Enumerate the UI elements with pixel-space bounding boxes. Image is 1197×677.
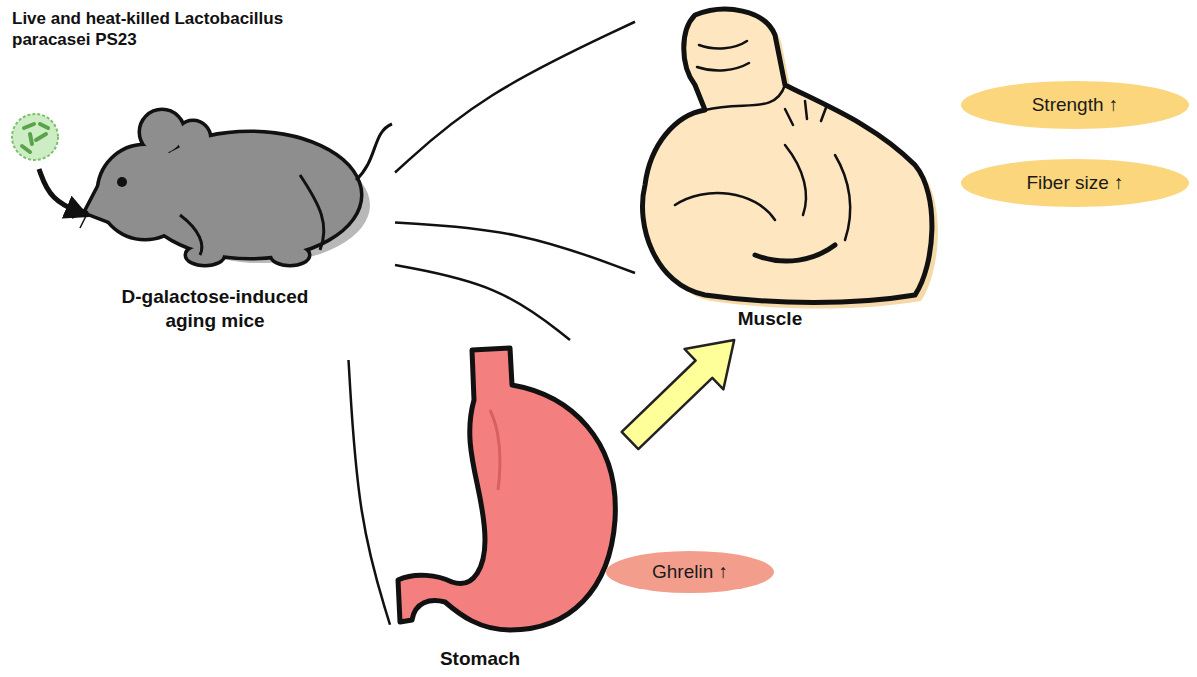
node-label: Live and heat-killed Lactobacillus parac… (12, 8, 307, 51)
effect-oval: Fiber size ↑ (960, 158, 1190, 208)
node-label: D-galactose-induced aging mice (105, 285, 325, 333)
effect-label: Ghrelin ↑ (652, 560, 728, 584)
connector-line (39, 169, 85, 215)
connector-line (395, 223, 635, 274)
mouse-illustration (70, 111, 392, 264)
connector-line (395, 22, 635, 173)
muscle-illustration (643, 9, 938, 308)
effect-oval: Ghrelin ↑ (605, 550, 775, 594)
bacteria-rod (22, 146, 30, 152)
stomach-node: Stomach (390, 340, 630, 675)
bacteria-rod (36, 134, 46, 140)
bacteria-icon (12, 114, 58, 160)
mouse-node: D-galactose-induced aging mice (85, 110, 395, 360)
oval-fill (606, 551, 774, 593)
node-label: Stomach (390, 647, 570, 671)
effect-label: Strength ↑ (1032, 93, 1119, 117)
node-label: Muscle (695, 307, 845, 331)
effect-oval: Strength ↑ (960, 80, 1190, 130)
oval-fill (961, 81, 1189, 129)
stomach-illustration (398, 348, 615, 630)
bacteria-rod (40, 124, 48, 128)
connector-line (349, 360, 391, 625)
bacteria-node: Live and heat-killed Lactobacillus parac… (8, 4, 318, 169)
bacteria-rod (24, 124, 34, 128)
connector-line (395, 265, 570, 340)
block-arrow (622, 340, 735, 449)
effect-label: Fiber size ↑ (1026, 171, 1123, 195)
oval-fill (961, 159, 1189, 207)
bacteria-rod (30, 134, 32, 144)
muscle-node: Muscle (635, 5, 945, 340)
